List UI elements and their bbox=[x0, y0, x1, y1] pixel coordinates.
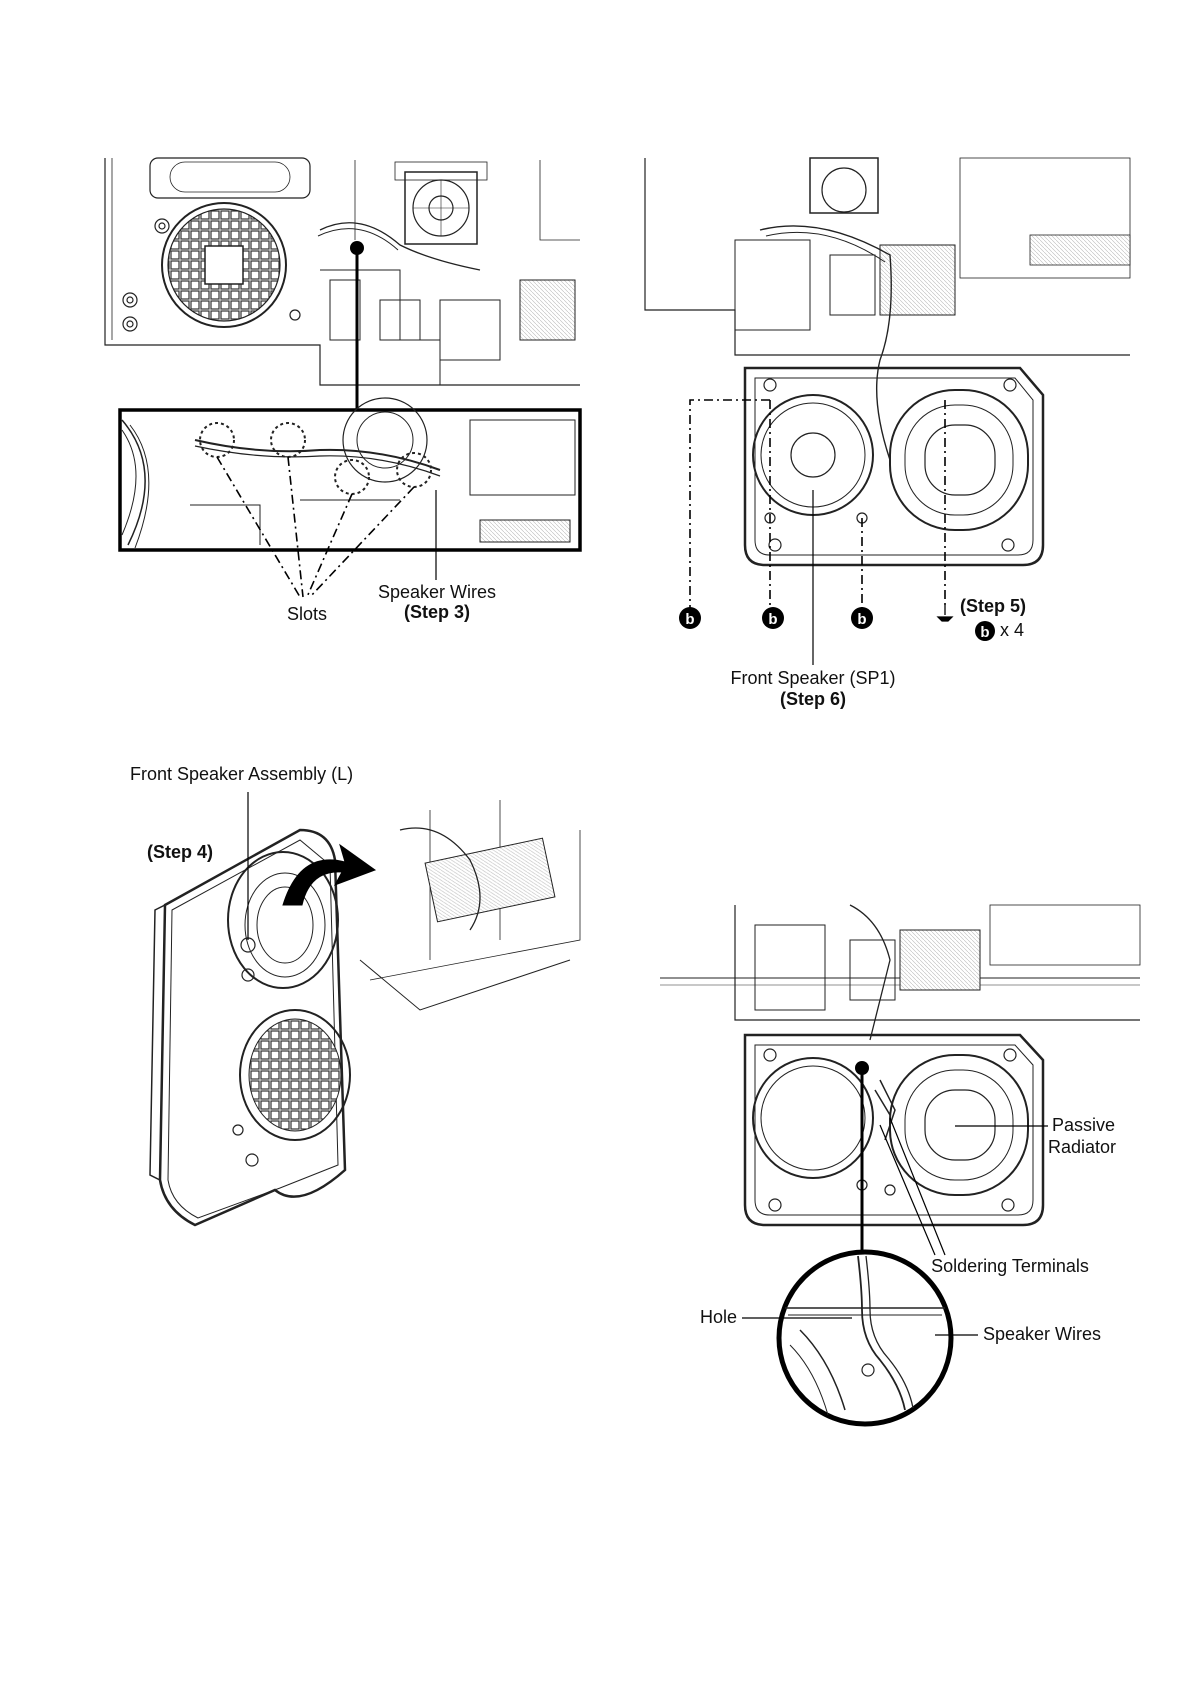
label-front-speaker-assembly: Front Speaker Assembly (L) bbox=[130, 764, 353, 784]
screw-badge-icon: b bbox=[851, 607, 873, 629]
label-step-6: (Step 6) bbox=[780, 689, 846, 709]
label-step-4: (Step 4) bbox=[147, 842, 213, 862]
label-speaker-wires: Speaker Wires bbox=[378, 582, 496, 602]
label-front-speaker-sp1: Front Speaker (SP1) bbox=[730, 668, 895, 688]
label-radiator: Radiator bbox=[1048, 1137, 1116, 1157]
svg-text:b: b bbox=[685, 611, 694, 628]
label-step-5: (Step 5) bbox=[960, 596, 1026, 616]
svg-text:b: b bbox=[857, 611, 866, 628]
panel-soldering-terminals bbox=[660, 905, 1140, 1424]
screw-badge-icon: b bbox=[762, 607, 784, 629]
svg-text:b: b bbox=[768, 611, 777, 628]
panel-speaker-assembly-removal bbox=[150, 792, 580, 1225]
label-hole: Hole bbox=[700, 1307, 737, 1327]
panel-slots-diagram bbox=[105, 158, 580, 597]
screw-icon bbox=[938, 605, 952, 621]
label-passive: Passive bbox=[1052, 1115, 1115, 1135]
screw-badge-icon: b bbox=[975, 621, 995, 641]
label-soldering-terminals: Soldering Terminals bbox=[931, 1256, 1089, 1276]
panel-front-speaker-sp1 bbox=[645, 158, 1130, 665]
screw-badge-icon: b bbox=[679, 607, 701, 629]
label-speaker-wires-zoom: Speaker Wires bbox=[983, 1324, 1101, 1344]
svg-text:b: b bbox=[980, 624, 989, 641]
label-step-3: (Step 3) bbox=[404, 602, 470, 622]
label-slots: Slots bbox=[287, 604, 327, 624]
label-screw-count: x 4 bbox=[1000, 620, 1024, 640]
